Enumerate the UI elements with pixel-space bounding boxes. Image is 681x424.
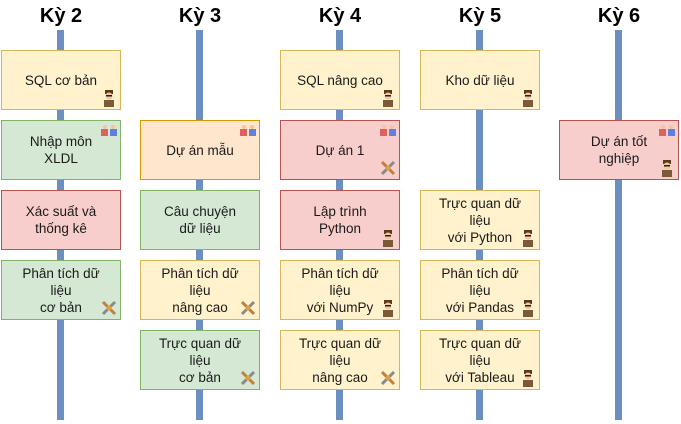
course-label: SQL nâng cao xyxy=(297,72,383,88)
puzzle-hands-icon xyxy=(101,125,117,136)
course-card[interactable]: Trực quan dữ liệu cơ bản xyxy=(140,330,260,390)
semester-title: Kỳ 6 xyxy=(597,5,641,27)
scientist-icon xyxy=(523,230,533,247)
semester-title: Kỳ 2 xyxy=(39,5,83,27)
course-label: SQL cơ bản xyxy=(24,72,98,88)
course-label: Câu chuyện dữ liệu xyxy=(163,204,237,236)
semester-title: Kỳ 4 xyxy=(318,5,362,27)
scientist-icon xyxy=(383,300,393,317)
course-card[interactable]: Trực quan dữ liệu với Python xyxy=(420,190,540,250)
course-card[interactable]: Xác suất và thống kê xyxy=(1,190,121,250)
course-label: Trực quan dữ liệu với Python xyxy=(438,195,522,245)
course-card[interactable]: SQL nâng cao xyxy=(280,50,400,110)
course-card[interactable]: Nhập môn XLDL xyxy=(1,120,121,180)
scientist-icon xyxy=(104,90,114,107)
course-card[interactable]: Dự án mẫu xyxy=(140,120,260,180)
course-card[interactable]: Phân tích dữ liệu nâng cao xyxy=(140,260,260,320)
course-label: Phân tích dữ liệu với NumPy xyxy=(301,265,379,315)
course-label: Xác suất và thống kê xyxy=(25,204,97,236)
semester-title: Kỳ 3 xyxy=(178,5,222,27)
course-card[interactable]: Lập trình Python xyxy=(280,190,400,250)
course-label: Phân tích dữ liệu cơ bản xyxy=(22,265,100,315)
semester-column: Kỳ 4 SQL nâng cao Dự án 1 Lập trình Pyth… xyxy=(279,0,401,424)
course-label: Dự án tốt nghiệp xyxy=(590,134,648,166)
semester-column: Kỳ 2 SQL cơ bản Nhập môn XLDL Xác suất v… xyxy=(0,0,122,424)
course-label: Phân tích dữ liệu với Pandas xyxy=(441,265,519,315)
course-card[interactable]: Phân tích dữ liệu với Pandas xyxy=(420,260,540,320)
course-card[interactable]: Dự án 1 xyxy=(280,120,400,180)
course-label: Trực quan dữ liệu với Tableau xyxy=(438,335,522,385)
tools-icon xyxy=(240,370,256,386)
puzzle-hands-icon xyxy=(659,125,675,136)
semester-column: Kỳ 5 Kho dữ liệu Trực quan dữ liệu với P… xyxy=(419,0,541,424)
course-card[interactable]: Dự án tốt nghiệp xyxy=(559,120,679,180)
tools-icon xyxy=(101,300,117,316)
course-card[interactable]: SQL cơ bản xyxy=(1,50,121,110)
scientist-icon xyxy=(662,160,672,177)
semester-title: Kỳ 5 xyxy=(458,5,502,27)
puzzle-hands-icon xyxy=(240,125,256,136)
course-card[interactable]: Trực quan dữ liệu với Tableau xyxy=(420,330,540,390)
course-card[interactable]: Phân tích dữ liệu với NumPy xyxy=(280,260,400,320)
course-card[interactable]: Câu chuyện dữ liệu xyxy=(140,190,260,250)
semester-column: Kỳ 6 Dự án tốt nghiệp xyxy=(558,0,680,424)
puzzle-hands-icon xyxy=(380,125,396,136)
scientist-icon xyxy=(523,300,533,317)
course-label: Trực quan dữ liệu cơ bản xyxy=(158,335,242,385)
course-card[interactable]: Phân tích dữ liệu cơ bản xyxy=(1,260,121,320)
course-label: Dự án 1 xyxy=(315,142,365,158)
course-card[interactable]: Trực quan dữ liệu nâng cao xyxy=(280,330,400,390)
tools-icon xyxy=(240,300,256,316)
tools-icon xyxy=(380,370,396,386)
tools-icon xyxy=(380,160,396,176)
scientist-icon xyxy=(523,90,533,107)
course-card[interactable]: Kho dữ liệu xyxy=(420,50,540,110)
semester-column: Kỳ 3 Dự án mẫu Câu chuyện dữ liệu Phân t… xyxy=(139,0,261,424)
timeline-rail xyxy=(615,30,622,420)
course-label: Trực quan dữ liệu nâng cao xyxy=(298,335,382,385)
scientist-icon xyxy=(383,90,393,107)
course-label: Phân tích dữ liệu nâng cao xyxy=(161,265,239,315)
course-label: Kho dữ liệu xyxy=(445,72,515,88)
scientist-icon xyxy=(383,230,393,247)
course-label: Nhập môn XLDL xyxy=(29,134,93,166)
course-label: Lập trình Python xyxy=(313,204,367,236)
scientist-icon xyxy=(523,370,533,387)
course-label: Dự án mẫu xyxy=(166,142,234,158)
